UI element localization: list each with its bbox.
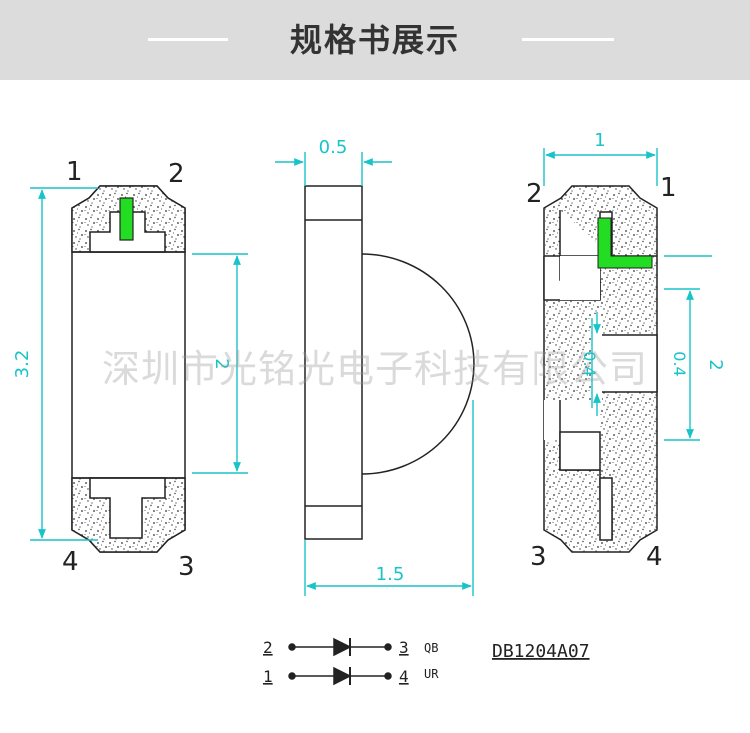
dim-top-width [543, 148, 658, 186]
side-lens-dome [361, 253, 475, 475]
dim-length-label: 3.2 [12, 350, 33, 379]
pin-label-tr-left: 2 [168, 159, 185, 189]
diode-qb-icon [333, 637, 352, 657]
schematic-code-ur: UR [424, 667, 439, 681]
pin-label-bl-left: 4 [62, 547, 79, 577]
side-view-package [304, 185, 475, 540]
polarity-marker-left [119, 197, 134, 241]
dim-inner-span-label: 2 [211, 358, 232, 369]
side-body [304, 185, 363, 540]
page-title: 规格书展示 [289, 21, 460, 59]
header-left-rule [148, 38, 228, 41]
polarity-marker-right [597, 217, 653, 269]
dim-side-height [304, 400, 474, 596]
dim-pad-span [664, 255, 712, 441]
schematic-pin-3: 3 [399, 638, 409, 657]
bottom-view-package [543, 185, 658, 553]
dim-inner-span [192, 253, 248, 474]
schematic-pin-2: 2 [263, 638, 273, 657]
dim-side-thickness-label: 0.5 [319, 137, 348, 158]
pin-label-bl-right: 3 [530, 542, 547, 572]
schematic-pin-1: 1 [263, 667, 273, 686]
schematic-code-qb: QB [424, 641, 438, 655]
dim-length-3-2 [30, 187, 98, 541]
pin-label-tl-left: 1 [66, 157, 83, 187]
pin-label-tl-right: 2 [526, 179, 543, 209]
dim-gap-left-label: 0.4 [580, 351, 599, 376]
pin-label-tr-right: 1 [660, 173, 677, 203]
schematic-pin-4: 4 [399, 667, 409, 686]
part-number: DB1204A07 [492, 641, 590, 662]
header-banner: 规格书展示 [0, 0, 750, 80]
company-watermark: 深圳市光铭光电子科技有限公司 [101, 347, 648, 391]
header-right-rule [522, 38, 614, 41]
dim-side-thickness [275, 152, 392, 186]
dim-side-height-label: 1.5 [376, 564, 405, 585]
schematic-row-2 [288, 666, 392, 686]
top-view-package [71, 185, 186, 553]
pin-label-br-right: 4 [646, 542, 663, 572]
diode-ur-icon [333, 666, 352, 686]
pin-label-br-left: 3 [178, 552, 195, 582]
dim-gap-right-label: 0.4 [670, 351, 689, 376]
dim-gap [591, 312, 601, 416]
schematic-row-1 [288, 637, 392, 657]
dim-top-width-label: 1 [594, 130, 605, 151]
dim-pad-span-label: 2 [705, 359, 726, 370]
